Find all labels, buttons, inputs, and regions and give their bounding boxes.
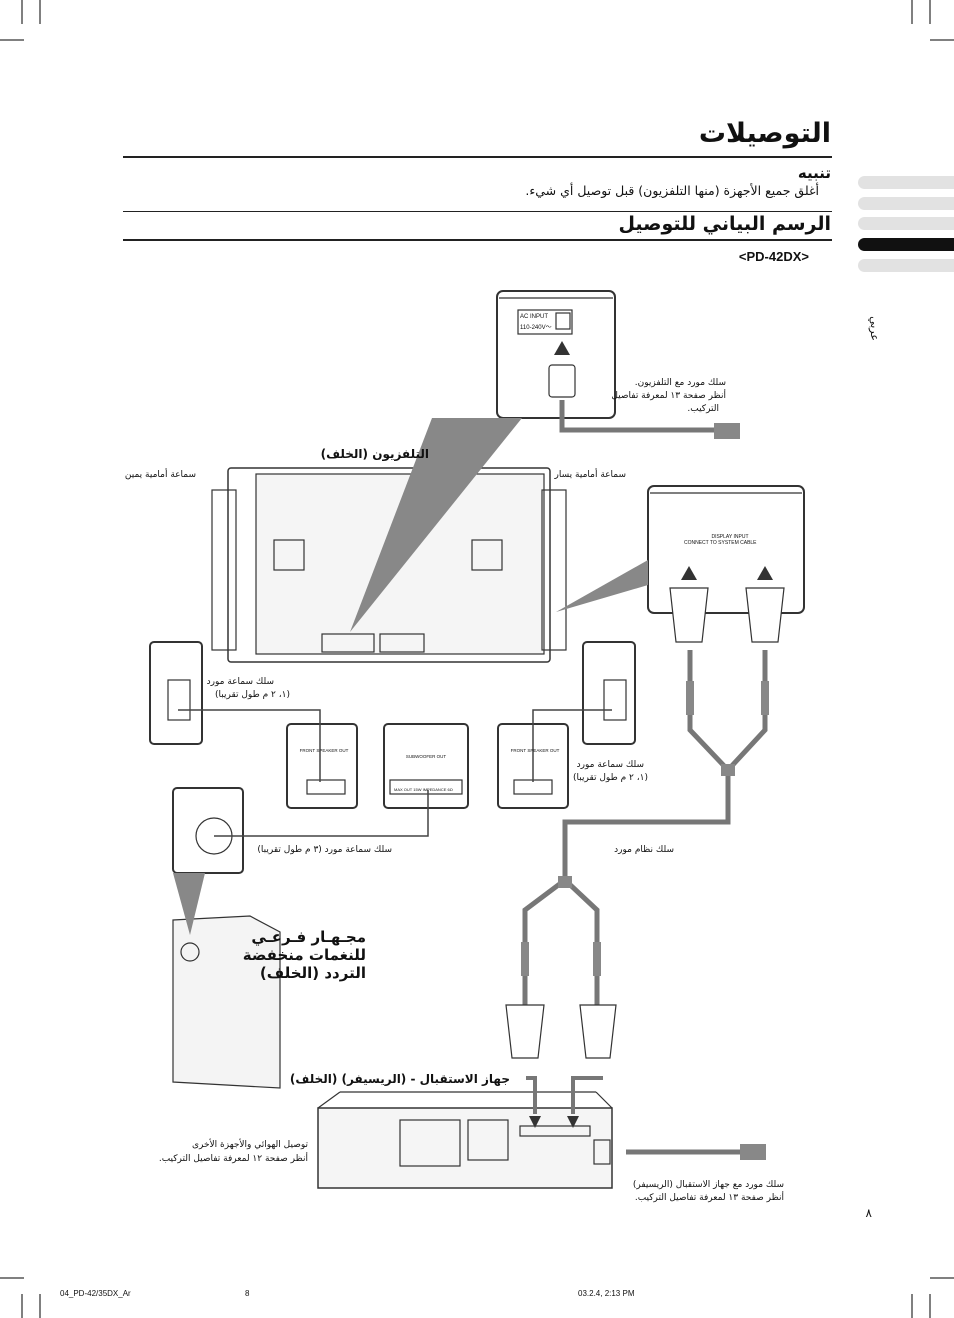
section-tab <box>858 259 954 272</box>
section-title: الرسم البياني للتوصيل <box>618 213 831 235</box>
receiver-label: جهاز الاستقبال - (الريسيفر) (الخلف) <box>289 1072 510 1086</box>
power-cable-note: أنظر صفحة ١٣ لمعرفة تفاصيل <box>611 391 726 401</box>
display-input-label: DISPLAY INPUT <box>711 534 749 540</box>
impedance-label: MAX OUT 15W IMPEDANCE 6Ω <box>394 787 453 792</box>
footer-date: 03.2.4, 2:13 PM <box>578 1289 635 1298</box>
receiver-power-note: سلك مورد مع جهاز الاستقبال (الريسيفر) <box>632 1180 784 1190</box>
subwoofer-label: للنغمات منخفضة <box>242 946 366 964</box>
power-cable-note: سلك مورد مع التلفزيون. <box>634 378 726 388</box>
section-tab <box>858 197 954 210</box>
page-title: التوصيلات <box>698 118 831 149</box>
subwoofer-out-label: SUBWOOFER OUT <box>405 754 447 759</box>
display-input-sublabel: CONNECT TO SYSTEM CABLE <box>684 540 757 546</box>
speaker-cable-left: سلك سماعة مورد <box>206 677 274 687</box>
left-speaker-label: سماعة أمامية يمين <box>124 470 196 480</box>
footer-page: 8 <box>245 1289 250 1298</box>
caution-heading: تنبيه <box>797 164 831 182</box>
subwoofer-label: مجـهـار فـرعـي <box>251 928 366 946</box>
front-speaker-out-label: FRONT SPEAKER OUT <box>510 748 560 753</box>
ac-input-voltage: 110-240V～ <box>520 325 552 331</box>
subwoofer-label: التردد (الخلف) <box>259 964 366 982</box>
right-speaker-label: سماعة أمامية يسار <box>554 470 626 480</box>
speaker-cable-right: سلك سماعة مورد <box>576 760 644 770</box>
speaker-cable-left-length: (١، ٢ م طول تقريبا) <box>215 690 290 700</box>
subwoofer-cable-label: سلك سماعة مورد (٣ م طول تقريبا) <box>257 845 392 855</box>
divider <box>123 156 832 158</box>
tv-rear-label: التلفزيون (الخلف) <box>320 447 429 461</box>
front-speaker-out-label: FRONT SPEAKER OUT <box>299 748 349 753</box>
footer-file: 04_PD-42/35DX_Ar <box>60 1289 131 1298</box>
section-tab-active <box>858 238 954 251</box>
section-tab <box>858 176 954 189</box>
divider <box>123 211 832 212</box>
ac-input-label: AC INPUT <box>520 314 549 320</box>
divider <box>123 239 832 241</box>
system-cable-label: سلك نظام مورد <box>614 845 674 855</box>
antenna-note: توصيل الهوائي والأجهزة الأخرى <box>191 1140 308 1150</box>
power-cable-note: التركيب. <box>687 404 719 414</box>
receiver-power-note: أنظر صفحة ١٣ لمعرفة تفاصيل التركيب. <box>634 1193 784 1203</box>
caution-text: أغلق جميع الأجهزة (منها التلفزيون) قبل ت… <box>525 183 819 198</box>
page-number: ٨ <box>865 1206 872 1220</box>
antenna-note: أنظر صفحة ١٢ لمعرفة تفاصيل التركيب. <box>158 1154 308 1164</box>
section-tab <box>858 217 954 230</box>
model-label: <PD-42DX> <box>738 249 809 264</box>
speaker-cable-right-length: (١، ٢ م طول تقريبا) <box>573 773 648 783</box>
